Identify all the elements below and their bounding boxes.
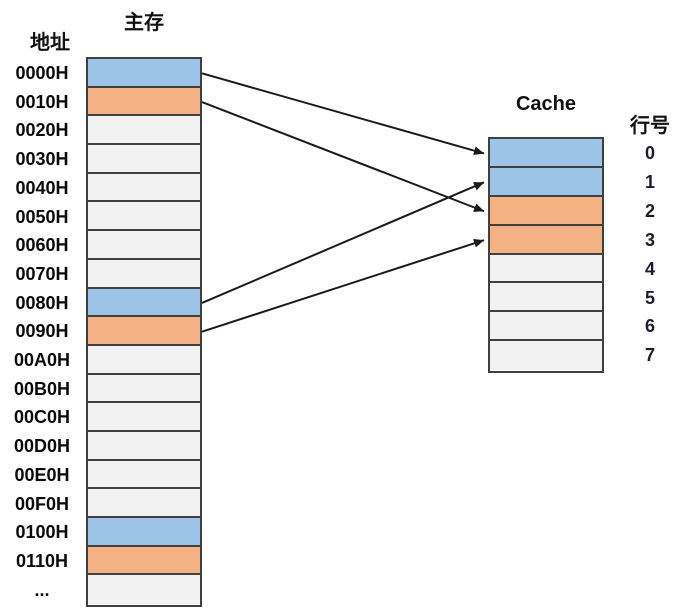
memory-row (88, 431, 200, 461)
cache-row (490, 225, 602, 255)
address-label: 0020H (15, 120, 69, 141)
memory-row (88, 116, 200, 146)
mapping-arrow (201, 72, 485, 156)
address-label: 00F0H (14, 493, 70, 514)
address-label: 0030H (15, 149, 69, 170)
memory-row (88, 460, 200, 490)
cache-row (490, 312, 602, 342)
cache-table (488, 137, 604, 373)
address-label: 00D0H (13, 436, 71, 457)
line-number-column-label: 行号 (630, 115, 670, 137)
address-label: 0050H (15, 206, 69, 227)
memory-row (88, 202, 200, 232)
address-label: 0090H (15, 321, 69, 342)
memory-row (88, 518, 200, 547)
cache-row (490, 254, 602, 284)
cache-row (490, 139, 602, 168)
mapping-arrow (201, 101, 485, 213)
memory-row (88, 87, 200, 117)
memory-row (88, 231, 200, 260)
memory-row (88, 145, 200, 174)
memory-row (88, 59, 200, 88)
address-label: ... (34, 579, 50, 600)
address-label: 00A0H (13, 350, 71, 370)
memory-row (88, 259, 200, 289)
cache-row (490, 341, 602, 371)
mapping-arrow (201, 181, 485, 304)
cache-line-number: 2 (644, 200, 655, 221)
address-label: 0010H (15, 91, 69, 112)
cache-line-number: 0 (644, 143, 655, 163)
memory-row (88, 546, 200, 576)
mapping-arrow (201, 238, 485, 333)
memory-row (88, 173, 200, 203)
address-label: 0060H (15, 235, 69, 256)
memory-row (88, 489, 200, 518)
memory-row (88, 575, 200, 605)
address-label: 00B0H (13, 378, 71, 399)
address-column-label: 地址 (30, 32, 70, 54)
memory-row (88, 374, 200, 404)
address-label: 0040H (15, 177, 69, 198)
cache-title: Cache (515, 93, 577, 115)
address-label: 0110H (15, 550, 69, 571)
memory-row (88, 403, 200, 432)
main-memory-table (86, 57, 202, 607)
address-label: 0070H (15, 263, 69, 284)
memory-row (88, 288, 200, 318)
memory-row (88, 317, 200, 346)
cache-line-number: 3 (644, 229, 655, 250)
cache-row (490, 167, 602, 197)
main-memory-title: 主存 (124, 12, 164, 34)
cache-line-number: 1 (644, 171, 655, 192)
address-label: 0080H (15, 292, 69, 313)
address-label: 0100H (15, 522, 69, 543)
cache-line-number: 4 (644, 258, 655, 279)
cache-row (490, 196, 602, 226)
cache-line-number: 5 (644, 287, 655, 308)
address-label: 0000H (15, 63, 69, 83)
address-label: 00C0H (13, 407, 71, 428)
cache-row (490, 283, 602, 313)
memory-row (88, 345, 200, 375)
cache-line-number: 7 (644, 345, 655, 366)
address-label: 00E0H (14, 464, 70, 485)
cache-line-number: 6 (644, 316, 655, 337)
